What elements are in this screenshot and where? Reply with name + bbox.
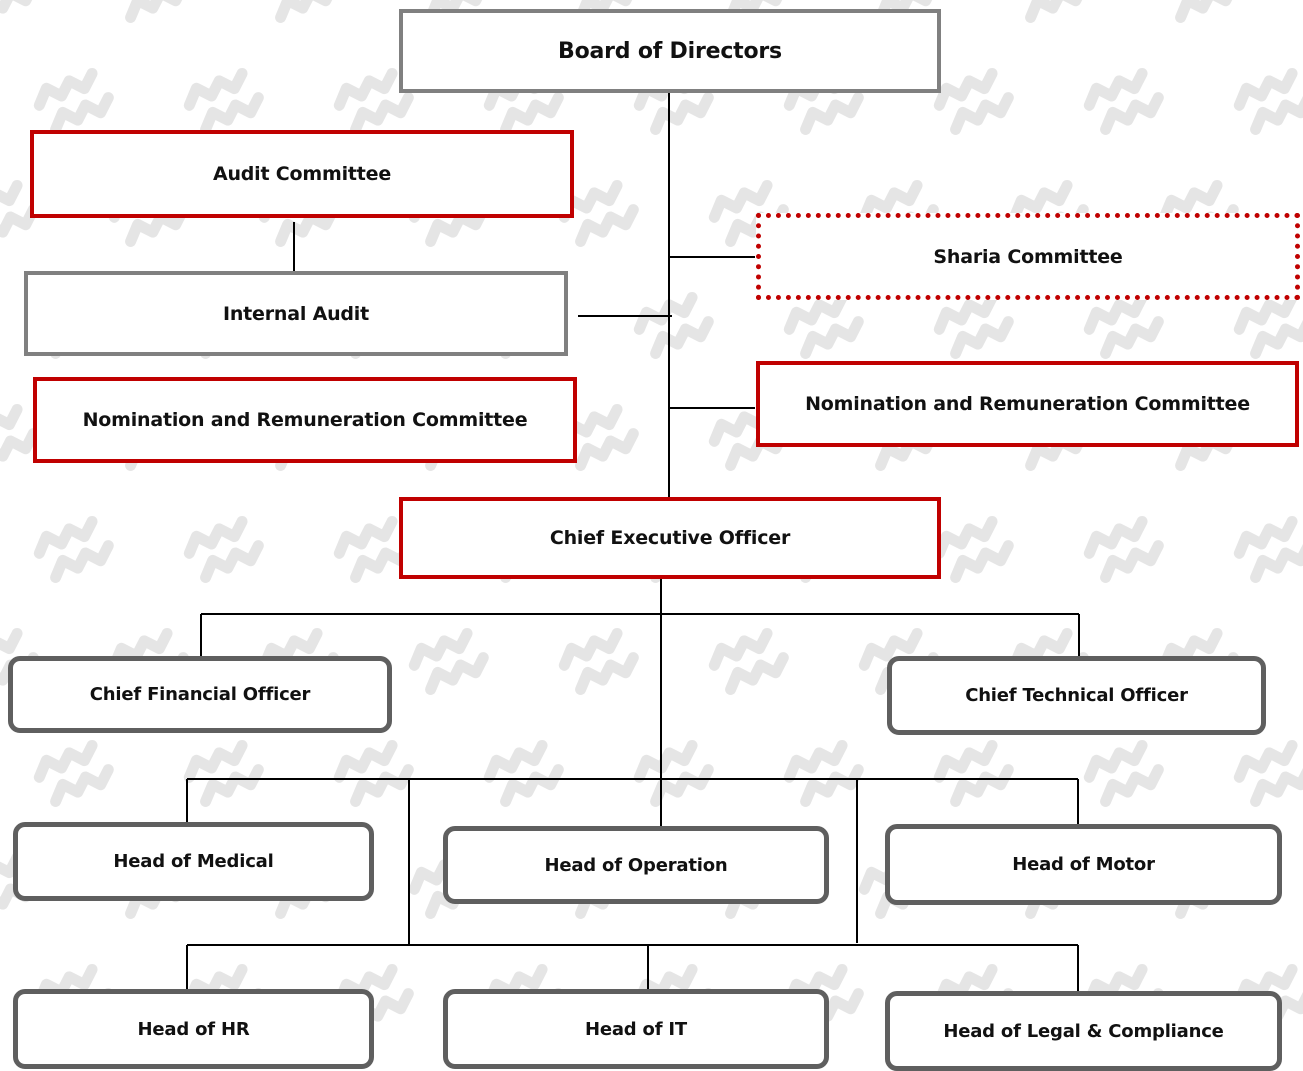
chief-executive-officer-box: Chief Executive Officer bbox=[399, 497, 941, 579]
audit-committee-box: Audit Committee bbox=[30, 130, 574, 218]
nomination-remuneration-committee-right-box: Nomination and Remuneration Committee bbox=[756, 361, 1299, 447]
chief-financial-officer-box: Chief Financial Officer bbox=[8, 656, 392, 733]
board-of-directors-label: Board of Directors bbox=[558, 38, 782, 64]
chief-technical-officer-label: Chief Technical Officer bbox=[965, 685, 1188, 706]
nomination-remuneration-committee-left-box: Nomination and Remuneration Committee bbox=[33, 377, 577, 463]
chief-technical-officer-box: Chief Technical Officer bbox=[887, 656, 1266, 735]
head-of-operation-label: Head of Operation bbox=[544, 854, 728, 876]
chief-executive-officer-label: Chief Executive Officer bbox=[549, 527, 791, 549]
head-of-legal-compliance-label: Head of Legal & Compliance bbox=[943, 1020, 1224, 1042]
board-of-directors-box: Board of Directors bbox=[399, 9, 941, 93]
audit-committee-label: Audit Committee bbox=[212, 163, 392, 185]
internal-audit-box: Internal Audit bbox=[24, 271, 568, 356]
head-of-motor-label: Head of Motor bbox=[1012, 854, 1155, 875]
head-of-legal-compliance-box: Head of Legal & Compliance bbox=[885, 991, 1282, 1071]
head-of-hr-box: Head of HR bbox=[13, 989, 374, 1069]
nomination-remuneration-committee-right-label: Nomination and Remuneration Committee bbox=[805, 393, 1250, 415]
nomination-remuneration-committee-left-label: Nomination and Remuneration Committee bbox=[82, 409, 528, 431]
head-of-motor-box: Head of Motor bbox=[885, 824, 1282, 905]
head-of-it-label: Head of IT bbox=[584, 1018, 687, 1040]
internal-audit-label: Internal Audit bbox=[222, 302, 370, 325]
sharia-committee-label: Sharia Committee bbox=[933, 245, 1123, 268]
chief-financial-officer-label: Chief Financial Officer bbox=[89, 684, 311, 705]
head-of-it-box: Head of IT bbox=[443, 989, 829, 1069]
head-of-medical-box: Head of Medical bbox=[13, 822, 374, 901]
head-of-medical-label: Head of Medical bbox=[113, 851, 274, 872]
sharia-committee-box: Sharia Committee bbox=[756, 213, 1300, 300]
head-of-hr-label: Head of HR bbox=[137, 1018, 250, 1040]
head-of-operation-box: Head of Operation bbox=[443, 826, 829, 904]
